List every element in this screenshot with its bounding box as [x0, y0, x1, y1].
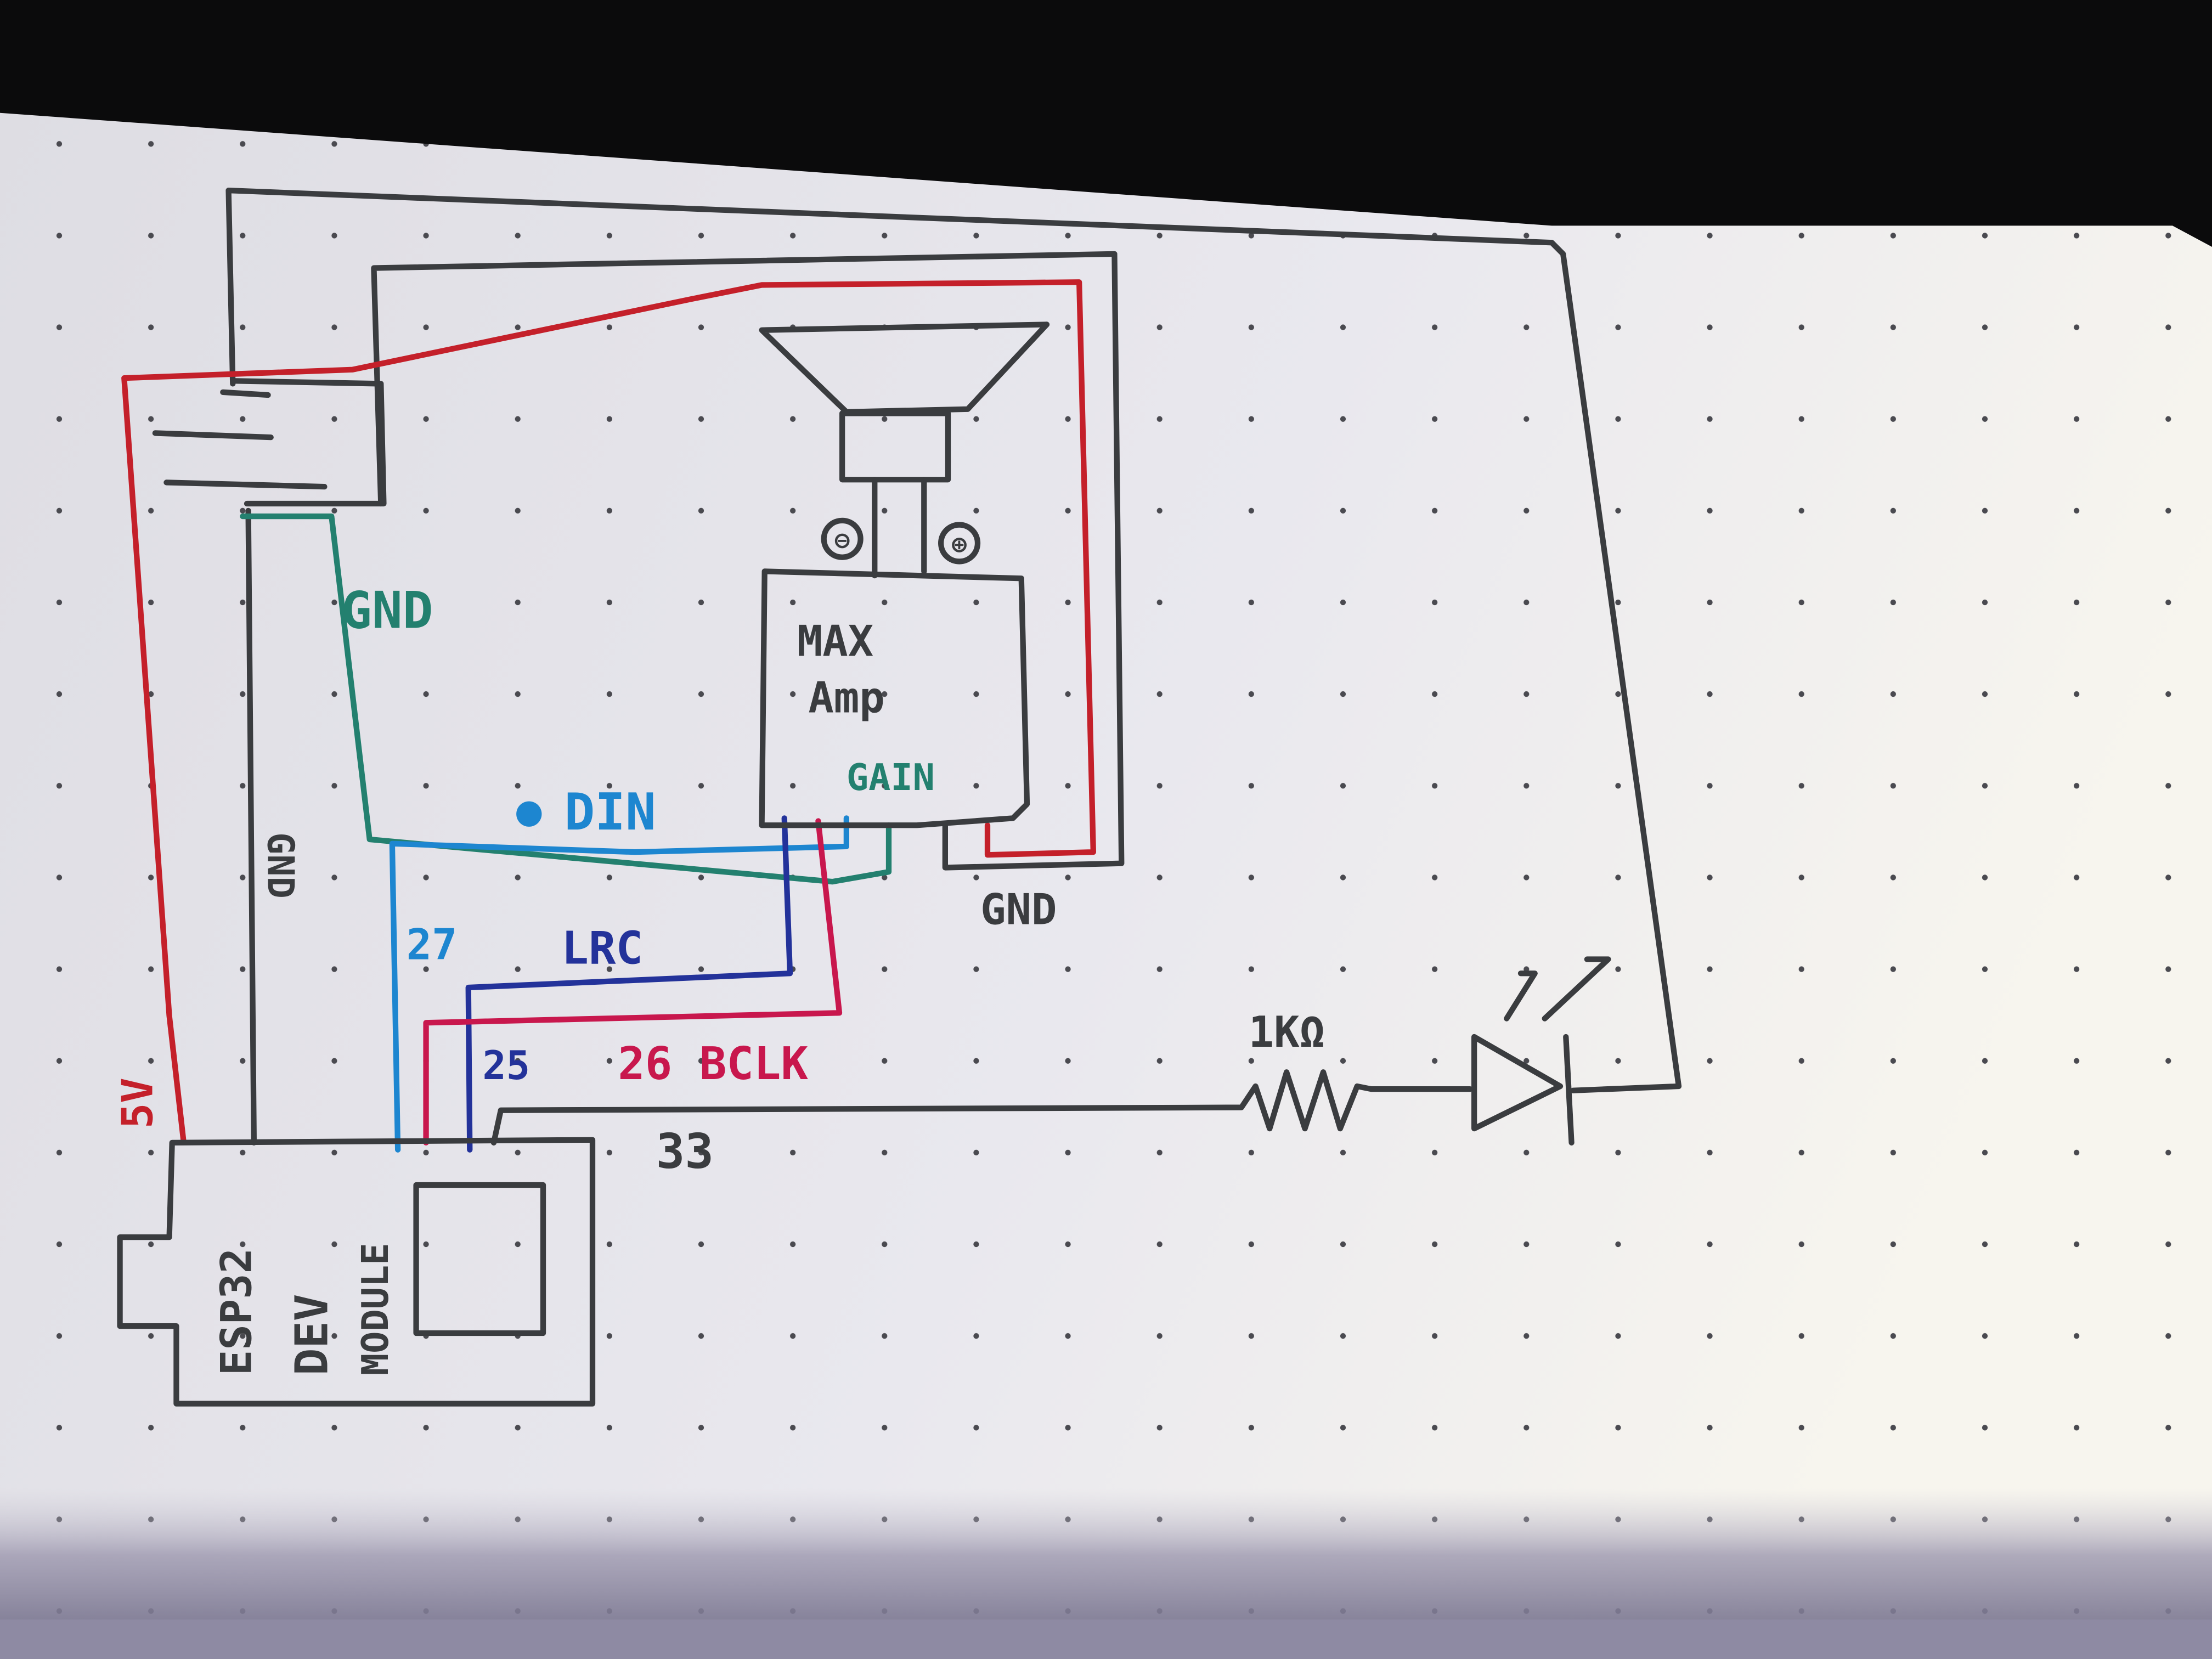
esp-5v-label: 5V — [114, 1077, 163, 1128]
page-shadow — [0, 1488, 2212, 1623]
wire-green-gnd — [240, 514, 892, 885]
wire-din-27 — [389, 815, 850, 1153]
esp32-board — [117, 1137, 596, 1407]
max-amp-module — [759, 568, 1030, 828]
amp-label-amp: Amp — [808, 674, 884, 723]
lrc-label: LRC — [561, 922, 643, 974]
speaker-minus-terminal: ⊖ — [834, 525, 850, 555]
bclk-26-label: 26 BCLK — [618, 1038, 808, 1090]
resistor-label: 1KΩ — [1249, 1008, 1325, 1057]
wire-red-5v — [121, 279, 1097, 1143]
esp32-label: ESP32 — [212, 1248, 262, 1375]
pin-27-label: 27 — [407, 921, 458, 970]
wire-33-resistor — [490, 1069, 1473, 1146]
speaker-plus-terminal: ⊕ — [952, 529, 967, 559]
dot-grid — [0, 112, 2212, 1659]
battery-icon — [152, 378, 387, 507]
amp-gain-label: GAIN — [847, 756, 935, 799]
wire-lrc-25 — [465, 815, 793, 1153]
speaker-icon — [759, 321, 1050, 579]
pin-33-label: 33 — [656, 1124, 714, 1180]
wire-black-outer — [225, 188, 1682, 1146]
page-edge — [0, 1620, 2212, 1659]
esp-gnd-label: GND — [259, 832, 302, 899]
esp32-dev-label: DEV — [286, 1294, 338, 1376]
battery-gnd-label: GND — [341, 580, 433, 640]
esp32-module-label: MODULE — [354, 1243, 397, 1375]
wire-bclk-26 — [423, 818, 843, 1146]
amp-label-max: MAX — [797, 617, 873, 667]
led-icon — [1471, 956, 1611, 1146]
din-ink-blot — [516, 801, 542, 827]
din-label: DIN — [565, 782, 656, 842]
pin-25-label: 25 — [482, 1042, 530, 1088]
amp-gnd-label: GND — [980, 885, 1057, 934]
